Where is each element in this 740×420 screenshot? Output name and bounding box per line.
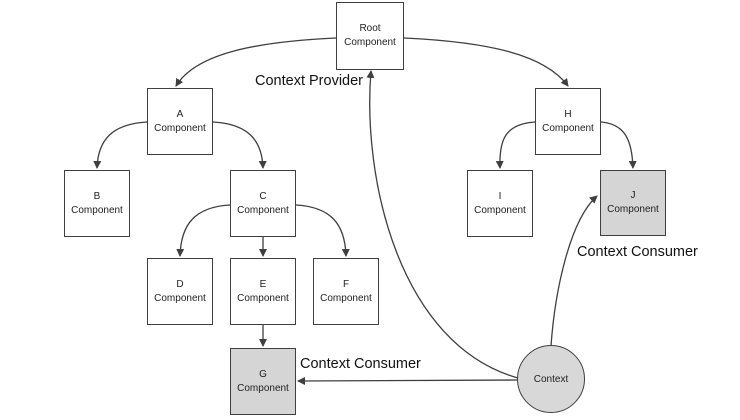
edge-c-to-f [295, 204, 350, 257]
context-consumer-g-label: Context Consumer [300, 356, 421, 372]
c-component-node: C Component [230, 170, 296, 237]
h-component-name: H [564, 108, 572, 120]
b-component-name: B [93, 190, 101, 202]
edge-a-to-c [212, 121, 267, 169]
edge-a-to-b [93, 121, 148, 169]
d-component-type: Component [154, 292, 206, 304]
h-component-node: H Component [535, 88, 601, 155]
b-component-type: Component [71, 204, 123, 216]
a-component-name: A [176, 108, 184, 120]
a-component-type: Component [154, 122, 206, 134]
d-component-name: D [176, 278, 184, 290]
context-node: Context [517, 345, 585, 413]
edge-context-to-g [297, 376, 519, 385]
g-component-node: G Component [230, 348, 296, 415]
f-component-type: Component [320, 292, 372, 304]
edge-root-to-a [175, 37, 337, 87]
g-component-type: Component [237, 382, 289, 394]
e-component-name: E [259, 278, 267, 290]
edge-root-to-h [403, 37, 569, 87]
i-component-node: I Component [467, 170, 533, 237]
context-provider-label: Context Provider [255, 73, 363, 89]
f-component-node: F Component [313, 258, 379, 325]
i-component-name: I [498, 190, 502, 202]
edge-context-to-root [366, 70, 519, 379]
j-component-node: J Component [600, 170, 666, 236]
context-label: Context [533, 373, 569, 385]
root-component-type: Component [344, 37, 396, 48]
context-consumer-j-label: Context Consumer [577, 244, 698, 260]
b-component-node: B Component [64, 170, 130, 237]
e-component-node: E Component [230, 258, 296, 325]
root-component-name: Root [359, 23, 381, 34]
edge-h-to-i [495, 121, 536, 169]
i-component-type: Component [474, 204, 526, 216]
c-component-type: Component [237, 204, 289, 216]
j-component-name: J [630, 190, 636, 201]
root-component-node: Root Component [336, 2, 404, 70]
h-component-type: Component [542, 122, 594, 134]
edge-h-to-j [600, 121, 637, 169]
g-component-name: G [259, 368, 267, 380]
edge-context-to-j [550, 195, 598, 347]
c-component-name: C [259, 190, 267, 202]
e-component-type: Component [237, 292, 289, 304]
d-component-node: D Component [147, 258, 213, 325]
a-component-node: A Component [147, 88, 213, 155]
edge-c-to-d [176, 204, 231, 257]
j-component-type: Component [607, 204, 659, 215]
f-component-name: F [342, 278, 350, 290]
